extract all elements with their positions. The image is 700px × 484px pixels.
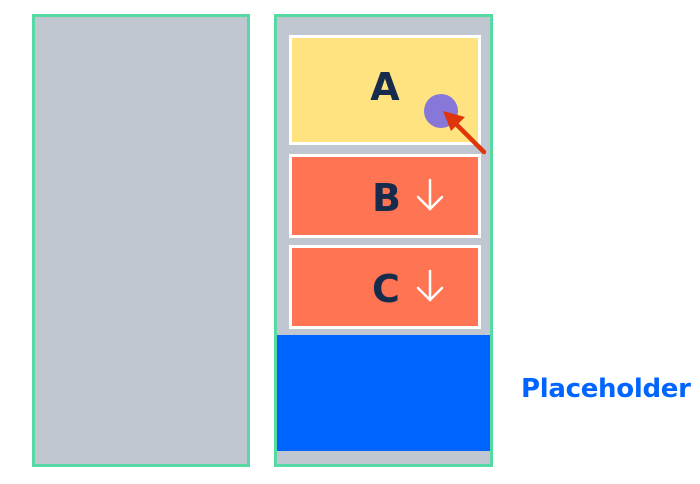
placeholder-drop-zone [277, 335, 490, 451]
left-column [32, 14, 250, 467]
placeholder-label: Placeholder [521, 374, 691, 404]
card-b[interactable]: B [289, 154, 481, 238]
arrow-down-icon [416, 269, 444, 302]
arrow-down-icon [416, 178, 444, 211]
right-column: A B C [274, 14, 493, 467]
card-b-label: B [372, 176, 401, 220]
card-a-label: A [370, 65, 400, 109]
card-c-label: C [372, 267, 400, 311]
card-a[interactable]: A [289, 35, 481, 145]
card-c[interactable]: C [289, 245, 481, 329]
